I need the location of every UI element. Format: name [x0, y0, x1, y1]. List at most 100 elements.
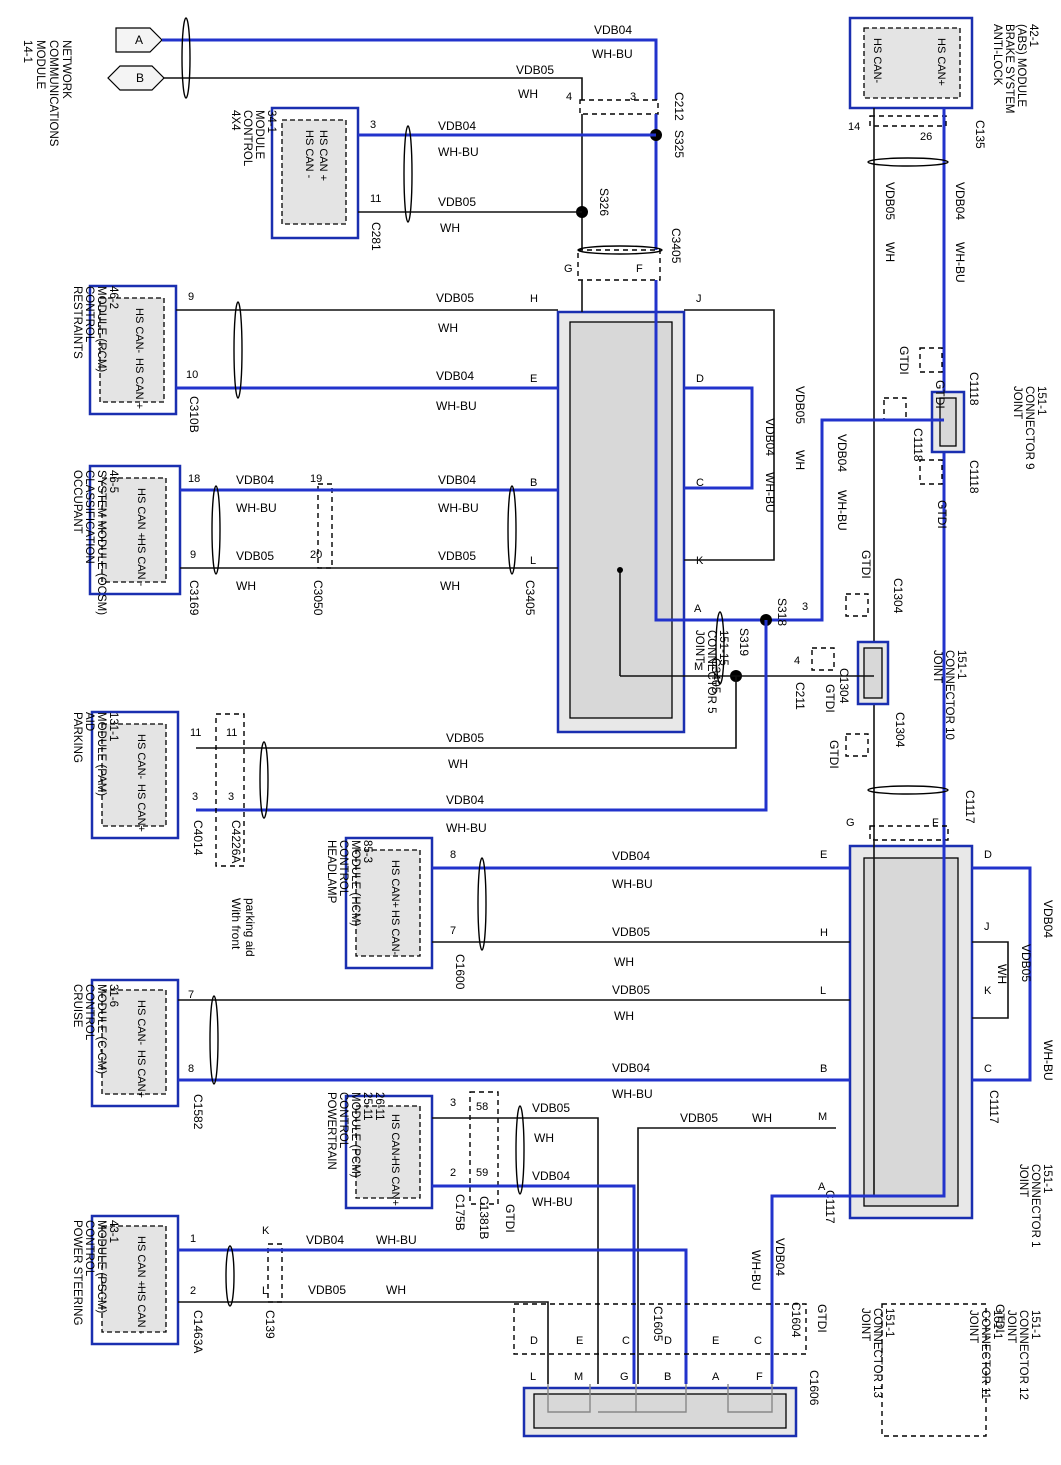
hcm-pin-top: 8 [450, 849, 456, 861]
hcm-title-0: HEADLAMP [325, 840, 337, 904]
wire-ocsm-whbu-b: WH-BU [438, 501, 479, 515]
c3405-g: G [564, 263, 573, 275]
wire-ocsm-vdb04-b: VDB04 [438, 473, 476, 487]
wire-jc1-whbu: WH-BU [1041, 1040, 1055, 1081]
wire-abs-vdb05: VDB05 [883, 182, 897, 220]
jc5-pin-k: K [696, 555, 704, 567]
pcm-title-4: 26-11 [373, 1092, 385, 1121]
ccm-pin-a: HS CAN- [135, 1000, 147, 1046]
rcm-title-2: MODULE (RCM) [95, 286, 107, 372]
4x4-pin-b: HS CAN - [303, 130, 315, 179]
wire-hcm-whbu: WH-BU [612, 877, 653, 891]
jc9-conn-mid: C1118 [911, 428, 925, 462]
wire-ocsm-vdb05-a: VDB05 [236, 549, 274, 563]
jc1-pin-b: B [820, 1063, 827, 1075]
ocsm-pin-b: HS CAN - [135, 538, 147, 587]
s325-label: S325 [672, 130, 686, 158]
jc5-conn-left: C3405 [523, 580, 537, 616]
pscm-c2: C139 [263, 1310, 277, 1339]
rcm-pin-b: HS CAN + [133, 358, 145, 409]
jc1-conn-r: C1117 [987, 1090, 1001, 1124]
c16-pin-e: E [576, 1335, 583, 1347]
joint-connector-1: JOINT CONNECTOR 1 151-1 C1117 C1117 [823, 844, 1053, 1248]
pcm-c2-bot: 59 [476, 1167, 488, 1179]
jc1-conn-l: C1117 [823, 1190, 837, 1224]
jc1-pin-j: J [984, 921, 990, 933]
rcm-title-0: RESTRAINTS [71, 286, 83, 359]
wire-hcm-vdb04: VDB04 [612, 849, 650, 863]
pam-note-0: With front [229, 898, 243, 950]
s319-label: S319 [737, 628, 751, 656]
wire-a-vdb04: VDB04 [773, 1238, 787, 1276]
rcm-pin-top: 9 [188, 291, 194, 303]
pam-pin-bot: 3 [192, 791, 198, 803]
s318-label: S318 [775, 598, 789, 626]
jc10-gtdi-b: GTDI [823, 684, 837, 713]
ocsm-title-2: SYSTEM MODULE (OCSM) [95, 470, 107, 615]
pscm-pin-top: 1 [190, 1233, 196, 1245]
pscm-title-0: POWER STEERING [71, 1220, 83, 1325]
abs-module: HS CAN- HS CAN+ ANTI-LOCK BRAKE SYSTEM (… [848, 16, 1039, 149]
wire-ccm-vdb05: VDB05 [612, 983, 650, 997]
wire-label-vdb04-top: VDB04 [594, 23, 632, 37]
wire-abs-wh: WH [883, 242, 897, 262]
wire-4x4-vdb05: VDB05 [438, 195, 476, 209]
wire-ocsm-whbu-a: WH-BU [236, 501, 277, 515]
wire-rcm-whbu: WH-BU [436, 399, 477, 413]
network-title-3: NETWORK [60, 40, 72, 99]
hcm-pin-b: HS CAN- [389, 910, 401, 956]
hcm-title-2: MODULE (HCM) [349, 840, 361, 926]
wire-pcm-vdb04: VDB04 [532, 1169, 570, 1183]
abs-pin-b: HS CAN+ [935, 38, 947, 86]
pscm-module: HS CAN + HS CAN - POWER STEERING CONTROL… [71, 1214, 277, 1353]
abs-title-3: 42-1 [1027, 24, 1039, 47]
hcm-pin-a: HS CAN+ [389, 860, 401, 908]
c1604-gtdi: GTDI [815, 1304, 829, 1333]
pam-c2: C4226A [229, 820, 243, 863]
wire-label-whbu-top: WH-BU [592, 47, 633, 61]
jc1-title-1: CONNECTOR 1 [1029, 1164, 1041, 1248]
jc5-title-1: CONNECTOR 5 [705, 630, 717, 714]
jc9-conn-top: C1118 [967, 372, 981, 406]
jc10-gtdi-a: GTDI [859, 550, 873, 579]
joint-connector-10: JOINT CONNECTOR 10 151-1 C1304 C1304 C13… [837, 578, 967, 748]
s326-label: S326 [597, 188, 611, 216]
ocsm-title-1: CLASSIFICATION [83, 470, 95, 564]
jc1-title-0: JOINT [1017, 1164, 1029, 1197]
pcm-c2-top: 58 [476, 1101, 488, 1113]
pscm-pin-a: HS CAN + [135, 1236, 147, 1287]
jc13-pin-g: G [620, 1371, 629, 1383]
pcm-pin-bot: 2 [450, 1167, 456, 1179]
wire-pam-vdb04: VDB04 [446, 793, 484, 807]
abs-connector: C135 [973, 120, 987, 149]
ccm-pin-b: HS CAN+ [135, 1050, 147, 1098]
jc9-gtdi-b: GTDI [897, 346, 911, 375]
ocsm-title-3: 46-5 [107, 470, 119, 493]
wire-rcm-wh: WH [438, 321, 458, 335]
pam-title-3: 131-1 [107, 712, 119, 741]
wire-jc1-vdb04: VDB04 [1041, 900, 1055, 938]
pcm-pin-top: 3 [450, 1097, 456, 1109]
jc5-pin-b: B [530, 477, 537, 489]
ocsm-pin-a: HS CAN + [135, 488, 147, 539]
c1605-label: C1605 [651, 1306, 665, 1342]
4x4-pin-top: 3 [370, 119, 376, 131]
4x4-title-3: 34-1 [265, 110, 277, 133]
pscm-c2-top: K [262, 1225, 270, 1237]
rcm-title-3: 46-2 [107, 286, 119, 309]
4x4-module: HS CAN + HS CAN - 4X4 CONTROL MODULE 34-… [229, 106, 383, 251]
hcm-pin-bot: 7 [450, 925, 456, 937]
jc11-line-2: 151-1 [991, 1310, 1003, 1339]
jc1-pin-c: C [984, 1063, 992, 1075]
joint-connector-13: C1606 [522, 1370, 821, 1438]
4x4-pin-a: HS CAN + [317, 130, 329, 181]
c212-pin3: 3 [630, 91, 636, 103]
jc10-title-0: JOINT [931, 650, 943, 683]
jc10-conn-mid: C1304 [837, 668, 851, 704]
wire-pscm-wh: WH [386, 1283, 406, 1297]
jc10-title-2: 151-1 [955, 650, 967, 679]
4x4-pin-bot: 11 [370, 193, 381, 205]
jc13-pin-b: B [664, 1371, 671, 1383]
wire-pcm-vdb05: VDB05 [532, 1101, 570, 1115]
wire-ocsm-vdb05-b: VDB05 [438, 549, 476, 563]
